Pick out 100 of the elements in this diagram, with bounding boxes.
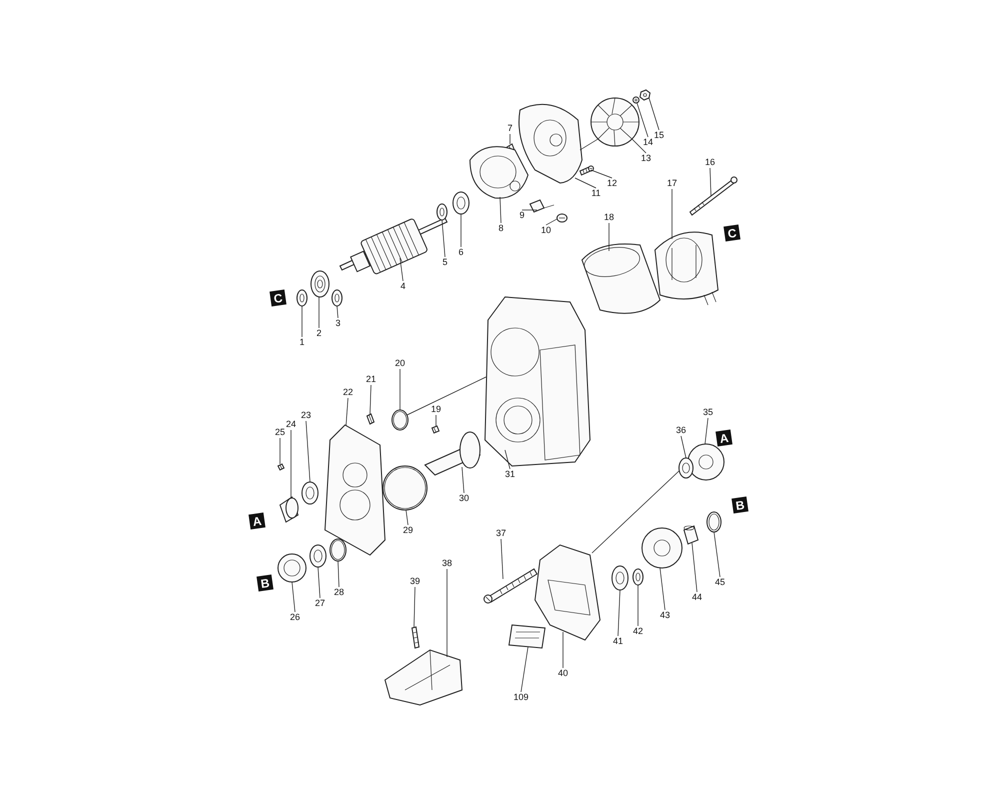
- callout-number: 109: [513, 692, 529, 703]
- leader-line: [562, 632, 564, 668]
- callout-number: 27: [315, 598, 325, 609]
- leader-line: [306, 420, 310, 482]
- leader-line: [400, 258, 404, 282]
- callout-number: 18: [604, 212, 614, 223]
- bearing-drawing: [452, 192, 470, 214]
- armature-drawing: [339, 217, 448, 276]
- leader-line: [546, 218, 558, 226]
- callout-number: 35: [703, 407, 713, 418]
- callout-number: 5: [442, 257, 448, 268]
- alignment-line: [592, 470, 680, 554]
- leader-line: [520, 646, 528, 692]
- callout-number: 13: [641, 153, 651, 164]
- pin-drawing: [366, 413, 375, 425]
- leader-line: [460, 214, 462, 248]
- washer-drawing: [296, 290, 308, 306]
- callout-number: 23: [301, 410, 311, 421]
- callout-number: 31: [505, 469, 515, 480]
- sleeve-drawing: [683, 525, 699, 545]
- leader-line: [632, 138, 646, 154]
- washer-drawing: [310, 544, 326, 568]
- leader-line: [446, 568, 448, 658]
- leader-line: [414, 586, 416, 628]
- baffle-ring-drawing: [582, 244, 660, 314]
- callout-number: 9: [520, 210, 524, 221]
- callout-number: 41: [613, 636, 623, 647]
- callout-number: 14: [643, 137, 653, 148]
- callout-number: 19: [431, 404, 441, 415]
- washer-drawing: [632, 96, 640, 104]
- callout-number: 38: [442, 558, 452, 569]
- leader-line: [692, 542, 698, 592]
- reference-marker: C: [724, 224, 740, 242]
- gear-drawing: [279, 496, 299, 523]
- leader-line: [370, 384, 372, 414]
- leader-line: [710, 168, 712, 196]
- reference-marker: A: [716, 430, 732, 446]
- callout-number: 2: [316, 328, 322, 339]
- callout-number: 16: [705, 157, 715, 168]
- callout-number: 7: [508, 123, 512, 134]
- leader-line: [648, 98, 660, 130]
- leader-line: [500, 538, 504, 580]
- washer-drawing: [632, 568, 644, 586]
- motor-housing-drawing: [484, 296, 590, 467]
- leader-line: [574, 178, 596, 188]
- reference-marker: C: [270, 290, 286, 306]
- callout-number: 39: [410, 576, 420, 587]
- callout-number: 3: [336, 318, 340, 329]
- leader-line: [318, 566, 320, 598]
- bearing-drawing: [678, 458, 694, 478]
- label-plate-drawing: [508, 624, 546, 649]
- screw-drawing: [411, 626, 420, 649]
- reference-marker: B: [732, 496, 748, 514]
- callout-number: 6: [458, 247, 464, 258]
- bearing-drawing: [302, 482, 318, 504]
- spindle-drawing: [424, 432, 481, 476]
- brush-cap-drawing: [556, 214, 568, 222]
- reference-marker: A: [248, 512, 266, 530]
- leader-line: [338, 560, 340, 588]
- callout-number: 42: [633, 626, 643, 637]
- brush-holder-drawing: [470, 146, 528, 199]
- screw-drawing: [484, 568, 538, 604]
- bearing-drawing: [612, 566, 628, 590]
- alignment-line: [406, 376, 486, 416]
- leader-line: [500, 196, 502, 224]
- callout-number: 44: [692, 592, 702, 603]
- o-ring-drawing: [330, 538, 346, 562]
- gear-drawing: [688, 444, 724, 480]
- reference-marker: B: [256, 574, 274, 592]
- callout-number: 30: [459, 493, 469, 504]
- leader-line: [346, 398, 348, 426]
- gear-housing-drawing: [324, 424, 386, 556]
- callout-number: 26: [290, 612, 300, 623]
- leader-line: [590, 170, 612, 178]
- leader-line: [442, 220, 446, 258]
- callout-number: 11: [591, 188, 601, 199]
- handle-drawing: [384, 649, 463, 706]
- bearing-drawing: [310, 270, 330, 298]
- leader-line: [504, 450, 510, 470]
- callout-number: 1: [300, 337, 304, 348]
- o-ring-drawing: [392, 410, 408, 430]
- key-drawing: [431, 425, 440, 434]
- leader-line: [704, 418, 708, 444]
- callout-number: 15: [654, 130, 664, 141]
- bolt-drawing: [689, 176, 738, 216]
- callout-number: 37: [496, 528, 506, 539]
- callout-number: 28: [334, 587, 344, 598]
- end-bracket-drawing: [518, 104, 582, 184]
- bearing-drawing: [278, 554, 306, 582]
- callout-number: 21: [366, 374, 376, 385]
- callout-number: 43: [660, 610, 670, 621]
- alignment-line: [580, 138, 598, 150]
- gear-drawing: [642, 528, 682, 568]
- leader-line: [406, 510, 408, 526]
- callout-number: 25: [275, 427, 285, 438]
- leader-line: [290, 430, 292, 498]
- field-coil-drawing: [654, 232, 718, 306]
- leader-line: [636, 102, 648, 138]
- leader-line: [292, 582, 296, 612]
- callout-number: 12: [607, 178, 617, 189]
